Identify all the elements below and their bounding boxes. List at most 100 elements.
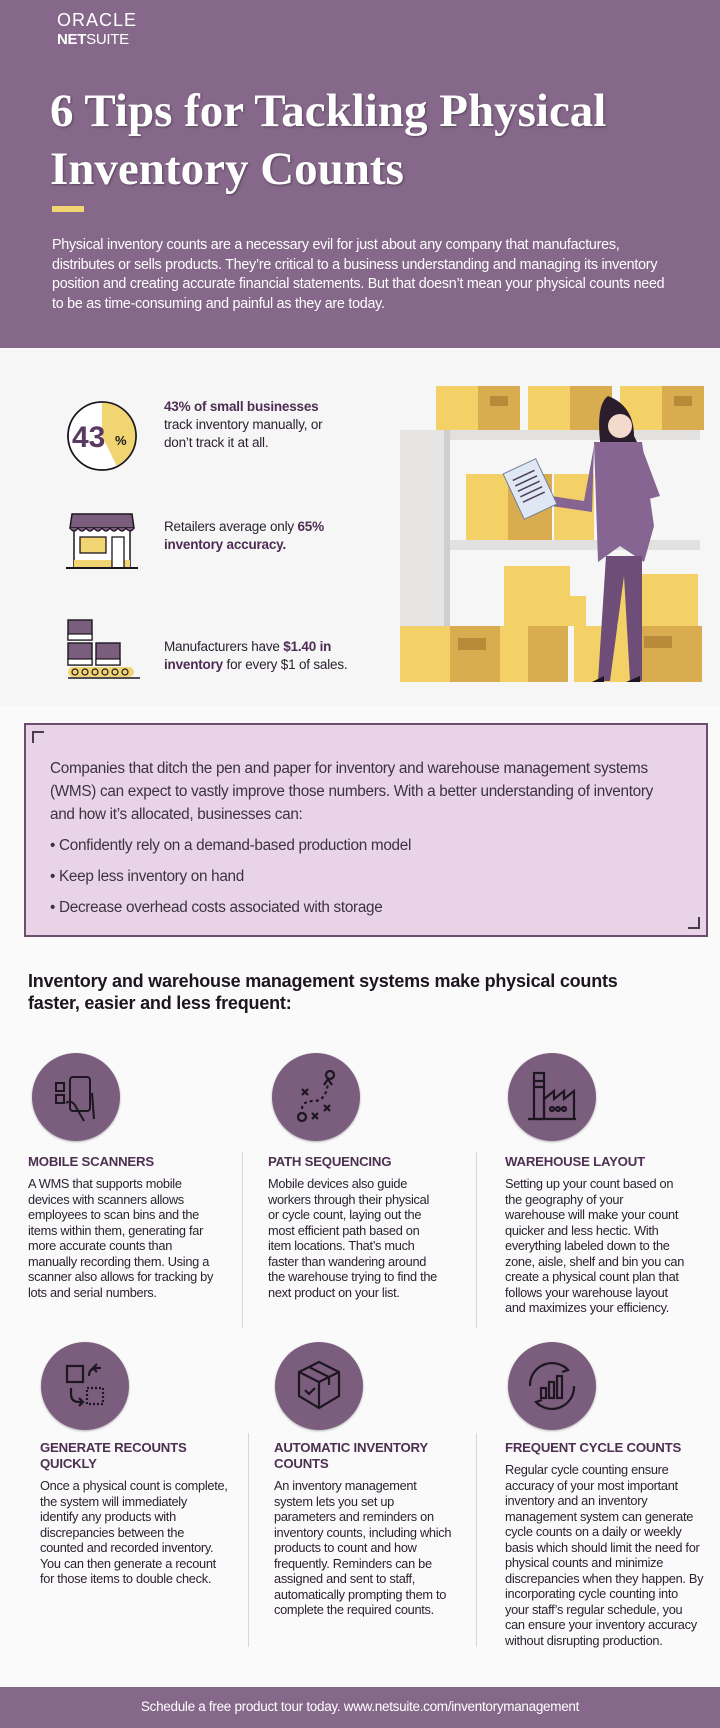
- tip-text-line: everything labeled down to the: [505, 1238, 670, 1253]
- recount-swap-icon: [41, 1342, 129, 1430]
- stat-line: don’t track it at all.: [164, 435, 269, 450]
- text-line: Physical inventory counts are a necessar…: [52, 237, 620, 253]
- tip-text-line: items within them, generating far: [28, 1222, 204, 1238]
- callout-paragraph: Companies that ditch the pen and paper f…: [50, 757, 653, 826]
- tip-text-line: Regular cycle counting ensure: [505, 1462, 669, 1477]
- page-title: 6 Tips for Tackling Physical Inventory C…: [50, 82, 606, 198]
- stat-bold: inventory accuracy.: [164, 537, 287, 552]
- tip-text-line: complete the required counts.: [274, 1602, 434, 1617]
- wms-benefits-callout: Companies that ditch the pen and paper f…: [24, 723, 708, 937]
- tip-text-line: frequently. Reminders can be: [274, 1555, 432, 1571]
- oracle-logo: ORACLE: [57, 10, 138, 30]
- tip-text-line: item locations. That’s much: [268, 1238, 415, 1253]
- tip-text-line: accuracy of your most important: [505, 1477, 678, 1493]
- stats-section: 43 % 43% of small businesses track inven…: [0, 350, 720, 706]
- text-line: (WMS) can expect to vastly improve those…: [50, 783, 654, 800]
- tip-title-line: QUICKLY: [40, 1456, 97, 1471]
- tip-text-line: or cycle count, laying out the: [268, 1207, 422, 1222]
- tip-text-line: next product on your list.: [268, 1284, 400, 1300]
- tip-text-line: create a physical count plan that: [505, 1269, 679, 1284]
- column-divider: [476, 1433, 477, 1647]
- tip-title-line: FREQUENT CYCLE COUNTS: [505, 1440, 682, 1455]
- text-line: to be as time-consuming and painful as t…: [52, 295, 385, 312]
- stat-line: Manufacturers have $1.40 in: [164, 638, 347, 656]
- tip-text-line: and maximizes your efficiency.: [505, 1300, 670, 1315]
- badge-number: 43: [72, 421, 105, 454]
- stat-line: inventory for every $1 of sales.: [164, 656, 348, 674]
- text-line: distributes or sells products. They’re c…: [52, 256, 658, 273]
- tip-text-line: Once a physical count is complete,: [40, 1478, 228, 1493]
- footer-cta: Schedule a free product tour today. www.…: [0, 1687, 720, 1728]
- text-line: and how it’s allocated, businesses can:: [50, 806, 303, 823]
- tip-text-line: devices with scanners allows: [28, 1191, 184, 1207]
- path-sequencing-icon: [272, 1053, 360, 1141]
- warehouse-factory-icon: [508, 1053, 596, 1141]
- title-line: Inventory Counts: [50, 143, 404, 195]
- tip-text-line: scanner also allows for tracking by: [28, 1269, 214, 1284]
- text-line: Inventory and warehouse management syste…: [28, 971, 618, 991]
- stat-bold: $1.40 in: [283, 639, 332, 654]
- text-line: • Confidently rely on a demand-based pro…: [50, 837, 412, 854]
- stat-text: Manufacturers have: [164, 639, 284, 654]
- tip-text-line: manually recording them. Using a: [28, 1253, 210, 1269]
- tip-text-line: Mobile devices also guide: [268, 1176, 408, 1191]
- tip-text-line: discrepancies between the: [40, 1524, 185, 1540]
- tip-text-line: physical counts and minimize: [505, 1555, 664, 1570]
- tip-text-line: most efficient path based on: [268, 1222, 420, 1238]
- tip-text-line: You can then generate a recount: [40, 1555, 216, 1571]
- tip-text-line: can ensure your inventory accuracy: [505, 1617, 697, 1632]
- tip-text-line: basis which should limit the need for: [505, 1539, 700, 1555]
- tip-title-line: COUNTS: [274, 1456, 329, 1471]
- tip-body: WAREHOUSE LAYOUT Setting up your count ba…: [505, 1154, 720, 1316]
- tip-title-line: AUTOMATIC INVENTORY: [274, 1440, 428, 1455]
- stat-small-business: 43% of small businesses track inventory …: [164, 398, 323, 452]
- stat-text: for every $1 of sales.: [222, 657, 348, 672]
- tip-text-line: assigned and sent to staff,: [274, 1571, 416, 1586]
- tip-text-line: automatically prompting them to: [274, 1586, 447, 1602]
- tip-text-line: follows your warehouse layout: [505, 1284, 668, 1300]
- mobile-scanner-icon: [32, 1053, 120, 1141]
- tip-text-line: inventory counts, including which: [274, 1524, 452, 1540]
- tip-text-line: incorporating cycle counting into: [505, 1586, 678, 1601]
- warehouse-worker-illustration: [400, 386, 704, 682]
- tip-text-line: warehouse will make your count: [505, 1207, 679, 1222]
- tip-text-line: counted and recorded inventory.: [40, 1540, 214, 1555]
- stat-manufacturers: Manufacturers have $1.40 in inventory fo…: [164, 638, 348, 674]
- section-heading: Inventory and warehouse management syste…: [28, 970, 618, 1014]
- tip-text-line: quicker and less hectic. With: [505, 1222, 659, 1238]
- tip-text-line: employees to scan bins and the: [28, 1207, 199, 1222]
- column-divider: [476, 1152, 477, 1328]
- text-line: • Decrease overhead costs associated wit…: [50, 899, 383, 916]
- tip-text-line: faster than wandering around: [268, 1253, 427, 1269]
- corner-bracket-icon: [688, 917, 700, 929]
- intro-paragraph: Physical inventory counts are a necessar…: [52, 236, 665, 314]
- tip-text-line: discrepancies when they happen. By: [505, 1570, 704, 1586]
- tip-title-line: MOBILE SCANNERS: [28, 1154, 154, 1169]
- tip-text-line: Setting up your count based on: [505, 1176, 674, 1191]
- tip-title-line: WAREHOUSE LAYOUT: [505, 1154, 645, 1169]
- text-line: • Keep less inventory on hand: [50, 868, 244, 885]
- stat-text: Retailers average only: [164, 519, 298, 534]
- tip-text-line: for those items to double check.: [40, 1571, 212, 1586]
- corner-bracket-icon: [32, 731, 44, 743]
- footer-link[interactable]: Schedule a free product tour today. www.…: [140, 1699, 580, 1714]
- column-divider: [248, 1433, 249, 1647]
- logo-suite: SUITE: [86, 31, 129, 48]
- netsuite-logo: NETSUITE: [57, 31, 129, 48]
- tip-text-line: identify any products with: [40, 1509, 176, 1524]
- tip-text-line: An inventory management: [274, 1478, 417, 1493]
- tip-title-line: GENERATE RECOUNTS: [40, 1440, 187, 1455]
- stat-bold: 43% of small businesses: [164, 399, 319, 414]
- accent-bar: [52, 206, 84, 212]
- stat-bold: 65%: [297, 519, 324, 534]
- tip-body: FREQUENT CYCLE COUNTS Regular cycle count…: [505, 1440, 720, 1648]
- tip-text-line: cycle counts on a daily or weekly: [505, 1524, 682, 1539]
